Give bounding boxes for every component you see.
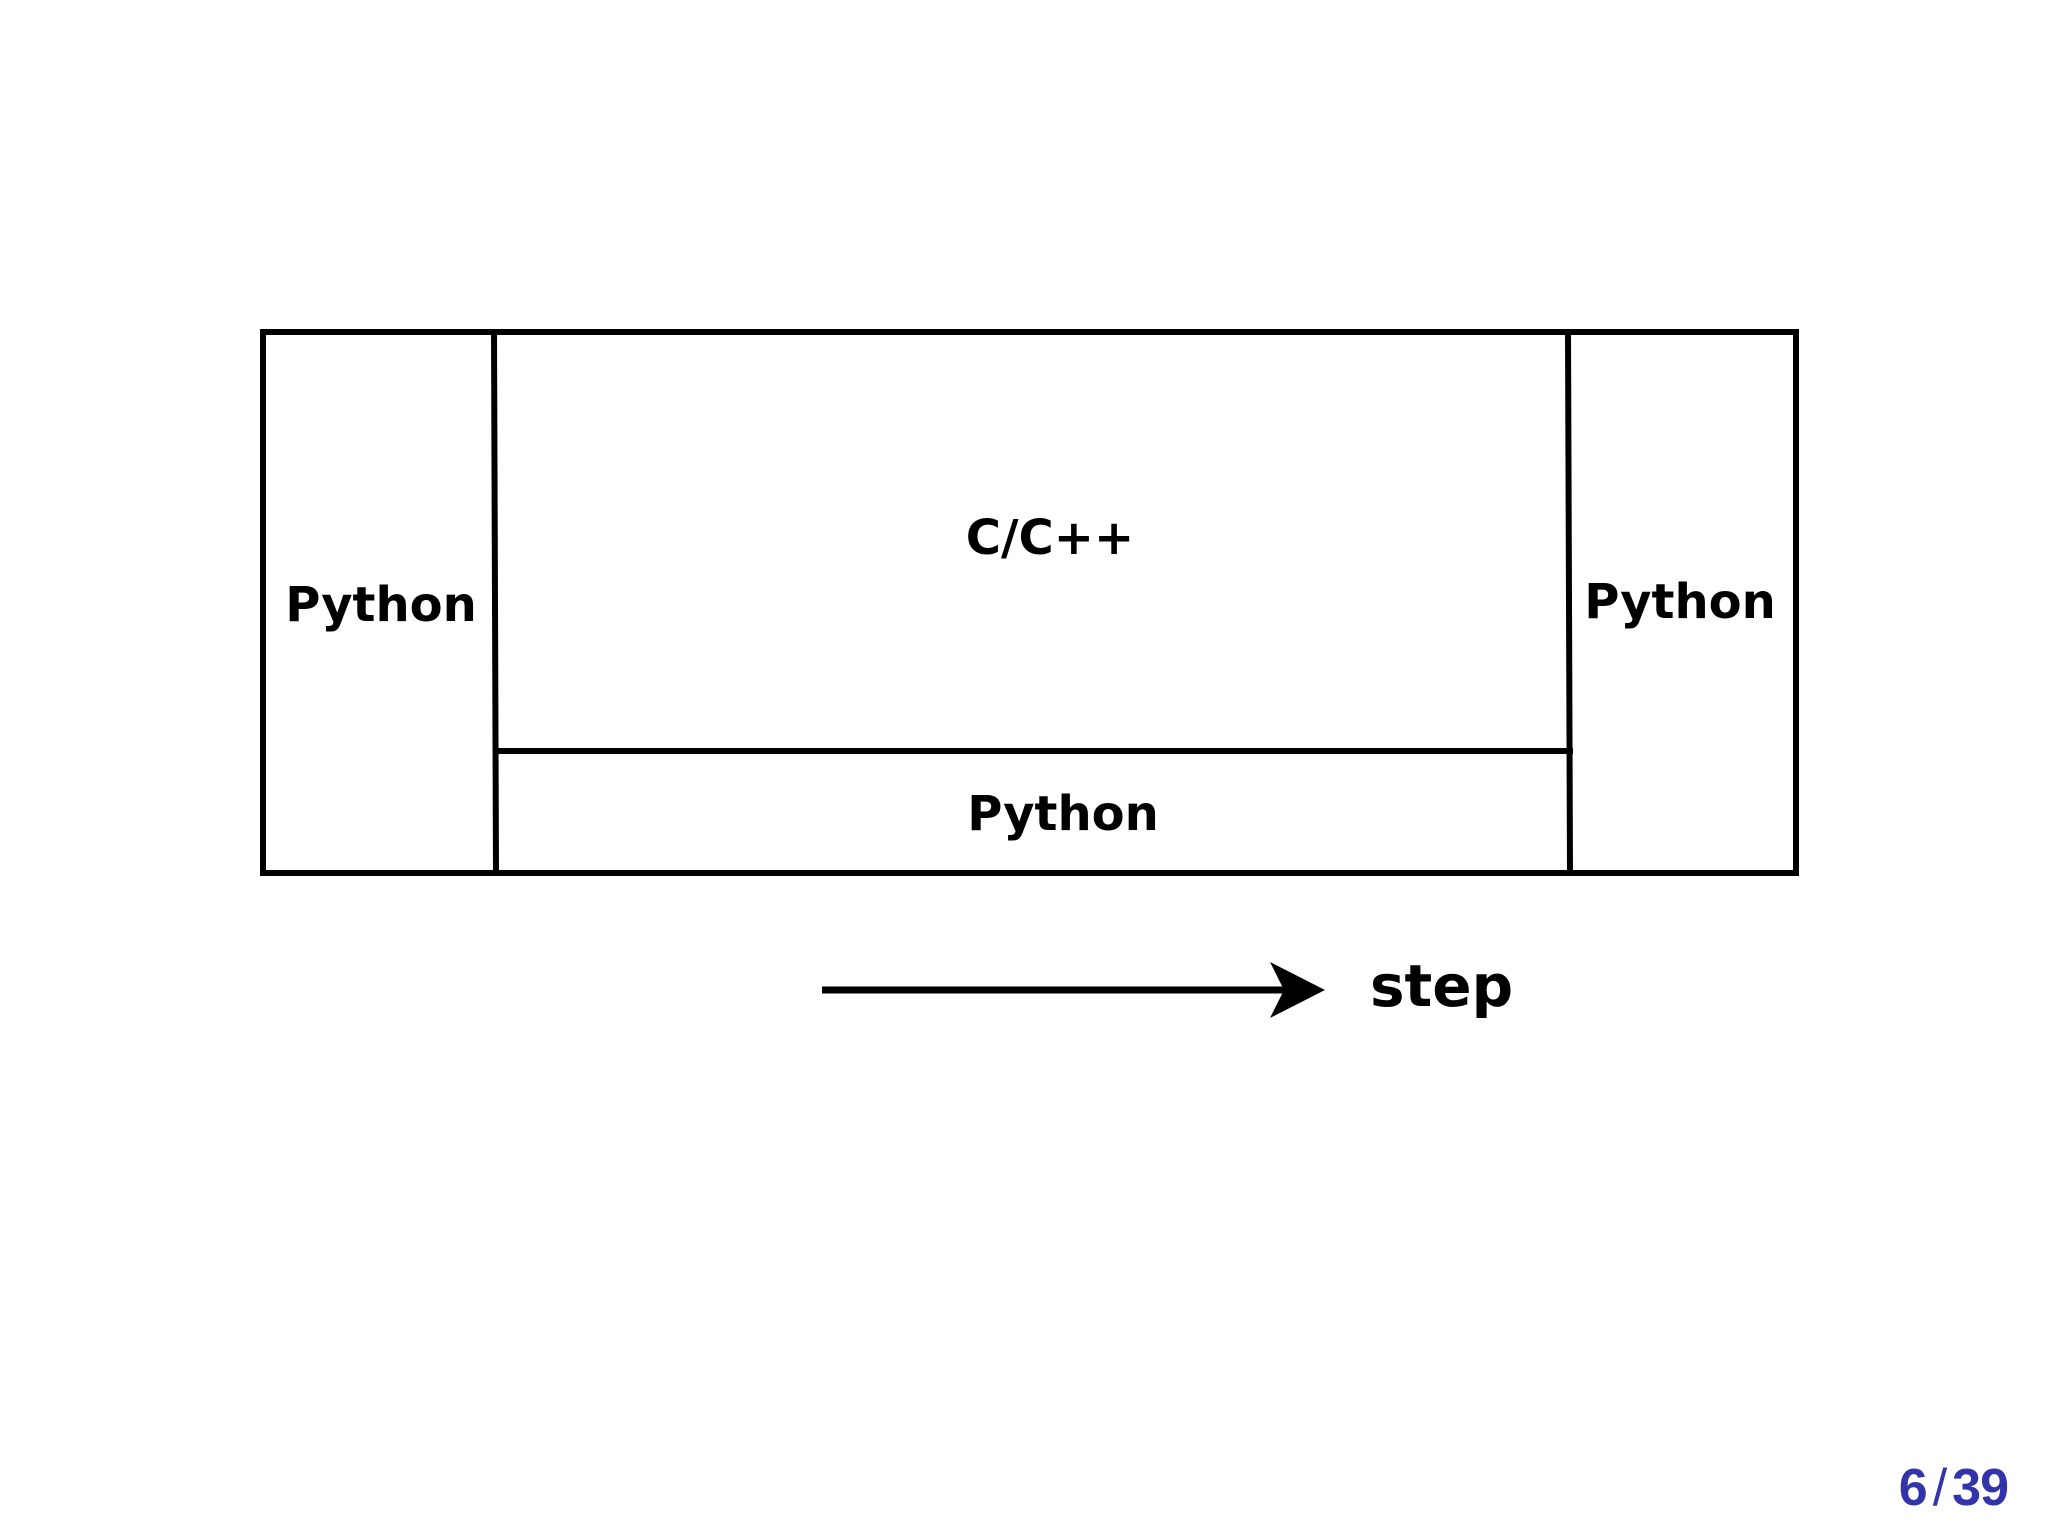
total-pages: 39 [1952,1459,2009,1517]
right-python-label: Python [1584,574,1776,630]
left-divider [491,331,499,874]
step-label: step [1370,952,1513,1020]
page-separator: / [1932,1459,1947,1517]
outer-frame [260,329,1799,876]
current-page: 6 [1898,1459,1928,1517]
page-number: 6/39 [1898,1458,2009,1518]
left-python-label: Python [285,577,477,633]
cpp-label: C/C++ [966,510,1134,566]
step-arrow-head-icon [1270,962,1325,1018]
bottom-python-label: Python [967,786,1159,842]
right-divider [1565,331,1573,874]
